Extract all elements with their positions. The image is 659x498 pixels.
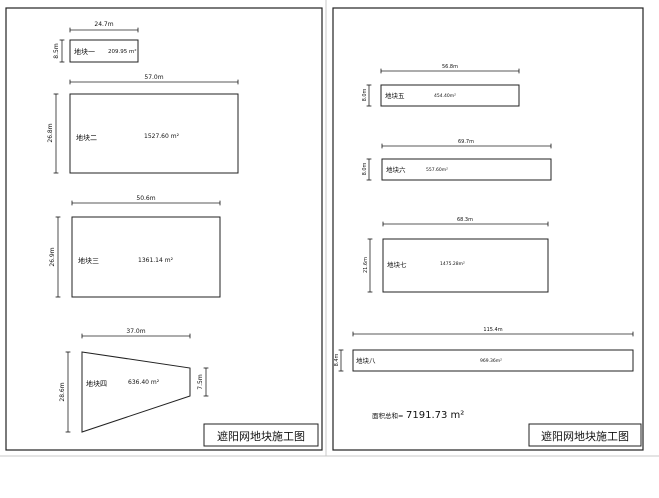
plot-area: 1527.60 m² [144, 133, 180, 140]
width-dimension: 69.7m [458, 139, 474, 145]
plot-7: 68.3m 21.6m 地块七 1475.28m² [363, 217, 549, 293]
height-dimension: 26.8m [47, 123, 54, 142]
plot-1: 24.7m 8.5m 地块一 209.95 m² [53, 21, 139, 63]
total-area-label: 面积总和= [372, 411, 403, 420]
plot-5: 56.8m 8.0m 地块五 454.40m² [362, 64, 520, 107]
title-block [528, 423, 642, 447]
side-dimension: 7.5m [197, 374, 204, 390]
plot-area: 557.60m² [426, 167, 448, 173]
sheet-title: 遮阳网地块施工图 [217, 429, 305, 443]
sheet-border [332, 7, 644, 451]
title-block [203, 423, 319, 447]
height-dimension: 21.6m [363, 257, 369, 273]
plot-area: 969.36m² [480, 358, 502, 364]
width-dimension: 37.0m [126, 328, 145, 335]
plot-6: 69.7m 8.0m 地块六 557.60m² [362, 139, 552, 181]
width-dimension: 50.6m [136, 195, 155, 202]
plot-area: 1361.14 m² [138, 257, 174, 264]
plot-label: 地块七 [387, 260, 407, 269]
plot-outline [380, 84, 520, 107]
plot-outline [382, 238, 549, 293]
plot-area: 209.95 m² [108, 48, 137, 55]
plot-area: 1475.28m² [440, 261, 465, 267]
plot-label: 地块三 [78, 256, 99, 265]
plot-outline [381, 158, 552, 181]
plot-3: 50.6m 26.9m 地块三 1361.14 m² [49, 195, 221, 298]
plot-outline [352, 349, 634, 372]
height-dimension: 8.4m [334, 353, 340, 366]
plot-label: 地块六 [386, 165, 406, 174]
height-dimension: 28.6m [59, 382, 66, 401]
sheet-left: 遮阳网地块施工图 24.7m 8.5m 地块一 209.95 m² 57.0m … [5, 7, 323, 451]
sheet-title: 遮阳网地块施工图 [541, 429, 629, 443]
plot-8: 115.4m 8.4m 地块八 969.36m² [334, 327, 634, 372]
plot-label: 地块四 [86, 379, 107, 388]
plot-outline [69, 39, 139, 63]
height-dimension: 8.0m [362, 88, 368, 101]
plot-label: 地块八 [356, 356, 376, 365]
plot-area: 454.40m² [434, 93, 456, 99]
width-dimension: 68.3m [457, 217, 473, 223]
plot-4: 37.0m 28.6m 7.5m 地块四 636.40 m² [59, 328, 209, 433]
height-dimension: 8.0m [362, 162, 368, 175]
plot-label: 地块五 [385, 91, 405, 100]
total-area-value: 7191.73 m² [406, 410, 464, 421]
plot-outline [81, 351, 191, 433]
plot-outline [69, 93, 239, 174]
sheet-border [5, 7, 323, 451]
width-dimension: 24.7m [94, 21, 113, 28]
plot-area: 636.40 m² [128, 379, 160, 386]
width-dimension: 115.4m [483, 327, 502, 333]
height-dimension: 8.5m [53, 43, 60, 59]
plot-outline [71, 216, 221, 298]
height-dimension: 26.9m [49, 247, 56, 266]
width-dimension: 56.8m [442, 64, 458, 70]
plot-2: 57.0m 26.8m 地块二 1527.60 m² [47, 74, 239, 174]
sheet-right: 遮阳网地块施工图 56.8m 8.0m 地块五 454.40m² 69.7m 8… [332, 7, 644, 451]
plot-label: 地块二 [76, 133, 97, 142]
width-dimension: 57.0m [144, 74, 163, 81]
plot-label: 地块一 [74, 47, 95, 56]
